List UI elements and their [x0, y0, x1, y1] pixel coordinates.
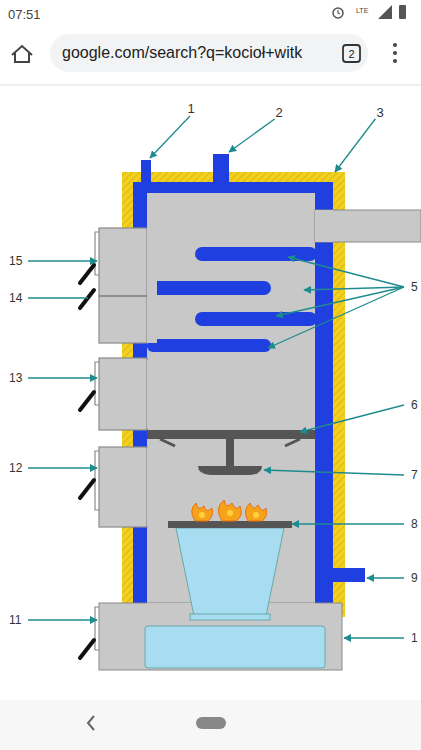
callout-number: 1: [410, 632, 419, 644]
callout-number: 7: [410, 469, 419, 481]
nav-bar: [0, 700, 421, 750]
callout-number: 13: [8, 372, 23, 384]
callout-number: 8: [410, 518, 419, 530]
callout-number: 5: [410, 281, 419, 293]
callout-number: 9: [410, 572, 419, 584]
url-text: google.com/search?q=kocioł+witk: [62, 45, 302, 61]
callout-number: 15: [8, 255, 23, 267]
callout-number: 6: [410, 399, 419, 411]
callout-number: 2: [274, 106, 283, 119]
boiler: [80, 154, 421, 670]
leader-line: [28, 297, 88, 298]
callout-number: 1: [186, 102, 195, 115]
callout-number: 3: [375, 106, 384, 119]
leader-lines: [28, 116, 404, 638]
status-icons: [333, 5, 406, 19]
callout-number: 14: [8, 292, 23, 304]
status-time: 07:51: [8, 8, 41, 21]
callout-number: 12: [8, 462, 23, 474]
status-network: LTE: [356, 7, 368, 14]
browser-bar: [0, 34, 421, 85]
tab-count: 2: [348, 49, 354, 60]
callout-number: 11: [8, 614, 22, 626]
